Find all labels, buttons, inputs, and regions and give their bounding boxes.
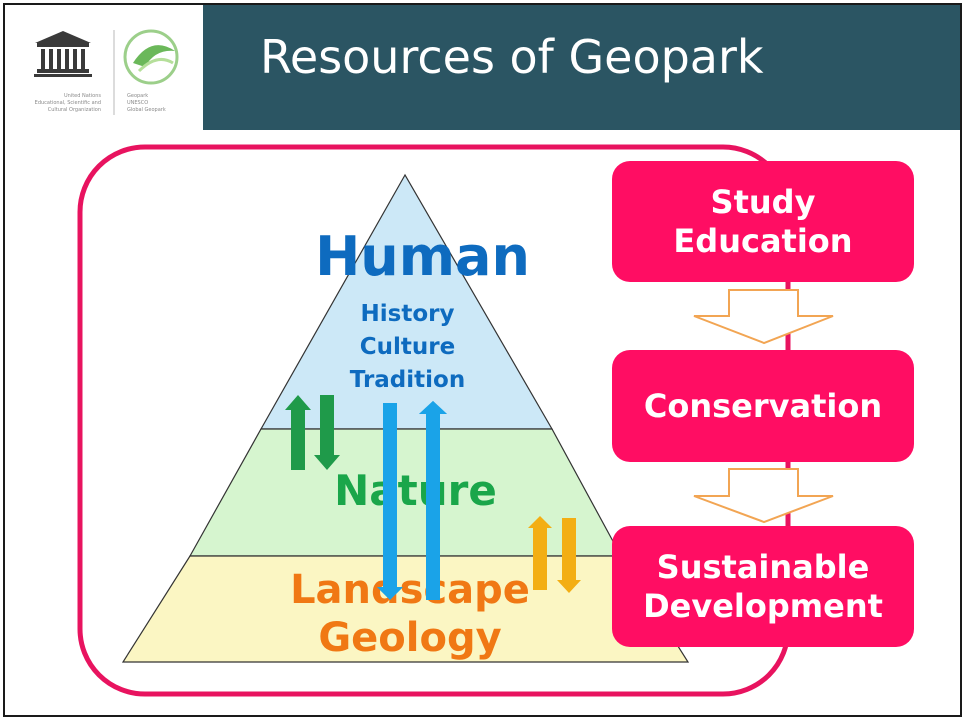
unesco-logo-text: United Nations Educational, Scientific a… <box>34 93 101 113</box>
orange-up-arrow <box>528 516 552 590</box>
blue-up-arrow-overlay <box>419 401 447 600</box>
human-items: History Culture Tradition <box>349 301 466 393</box>
flow-arrow-2 <box>693 468 834 524</box>
green-up-arrow <box>285 395 311 470</box>
human-title: Human <box>315 225 530 288</box>
blue-down-arrow-overlay <box>377 403 403 600</box>
conservation-box: Conservation <box>612 350 914 462</box>
flow-arrow-1 <box>693 289 834 345</box>
orange-down-arrow <box>557 518 581 593</box>
green-down-arrow <box>314 395 340 470</box>
unesco-logo-icon <box>34 29 179 115</box>
study-education-box: Study Education <box>612 161 914 282</box>
geopark-logo-text: Geopark UNESCO Global Geopark <box>127 93 166 113</box>
page-title: Resources of Geopark <box>260 30 764 84</box>
nature-title: Nature <box>334 466 497 515</box>
logo-area: United Nations Educational, Scientific a… <box>5 5 203 130</box>
landscape-geology-labels: Landscape Geology <box>290 567 530 661</box>
sustainable-development-box: Sustainable Development <box>612 526 914 647</box>
